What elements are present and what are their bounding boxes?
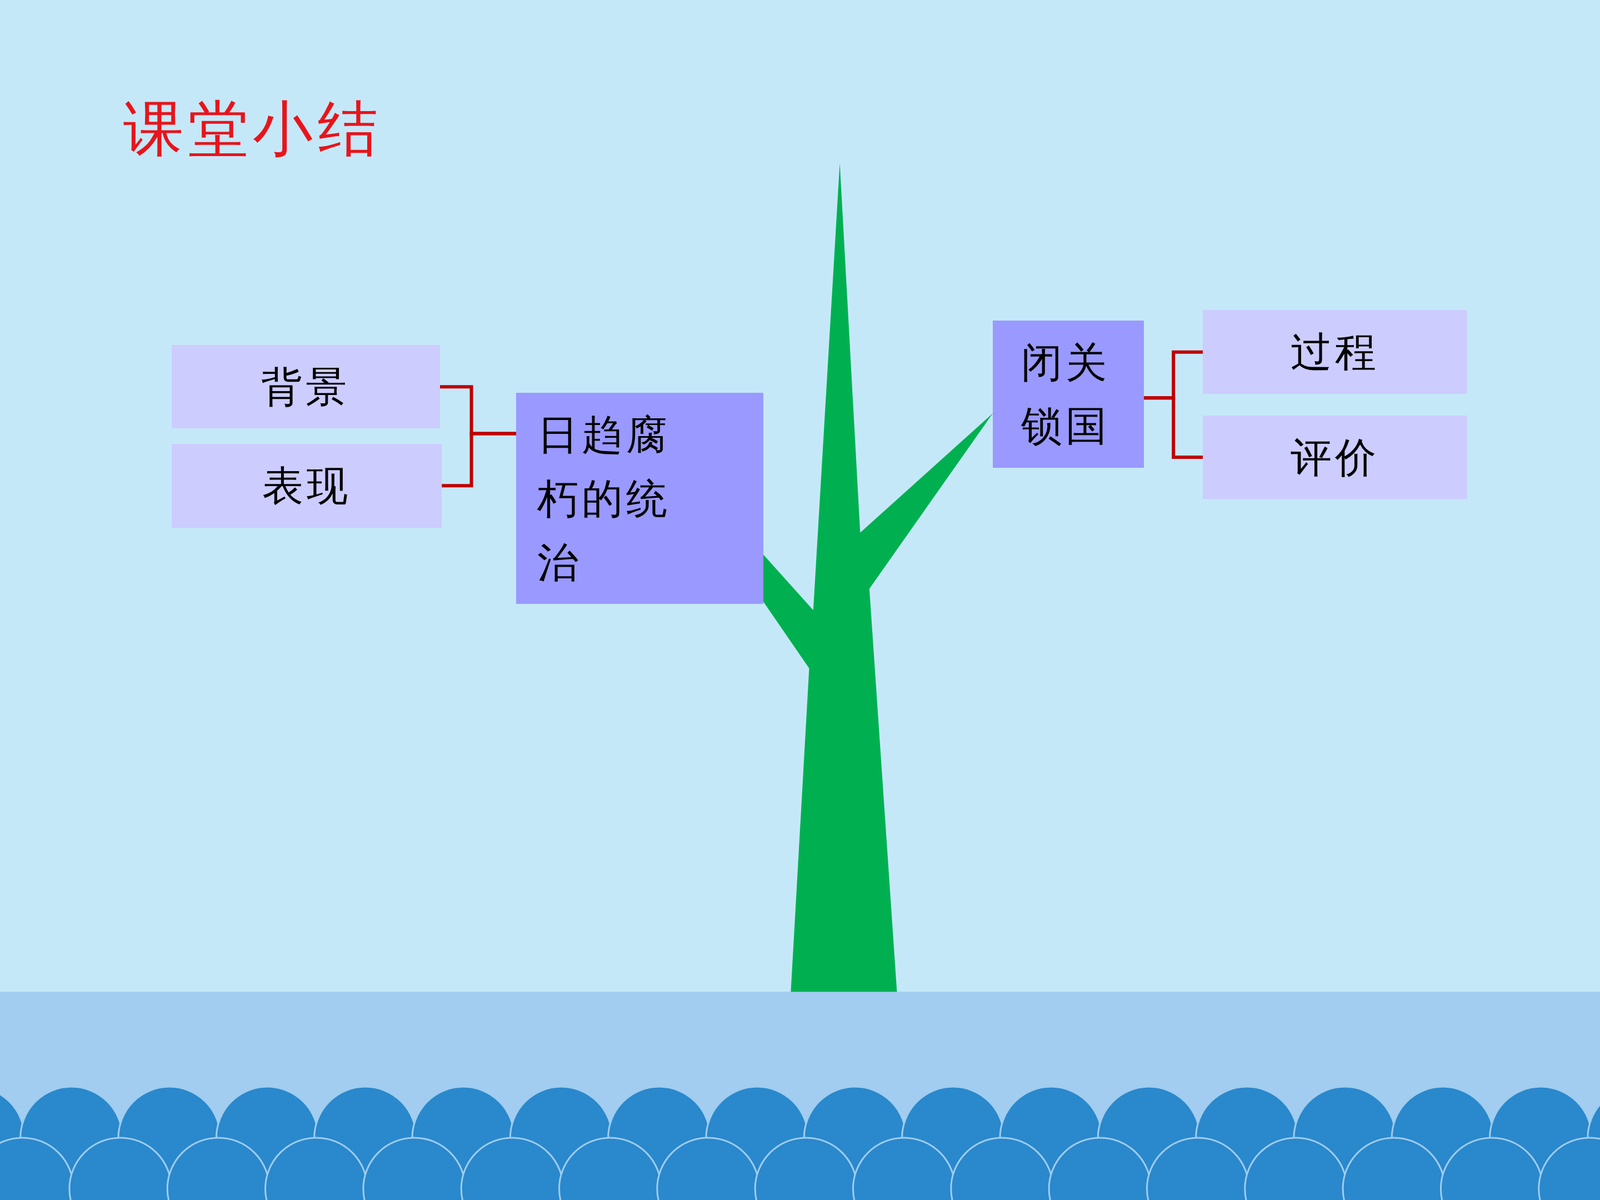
sub-box: 评价 <box>1202 415 1468 500</box>
node-label: 日趋腐朽的统治 <box>537 402 714 594</box>
wave <box>657 1137 760 1200</box>
topic-box: 日趋腐朽的统治 <box>516 392 763 604</box>
sub-box: 表现 <box>171 443 443 528</box>
wave <box>1048 1137 1152 1200</box>
wave <box>951 1137 1054 1200</box>
node-label: 表现 <box>262 453 352 518</box>
wave <box>1342 1137 1445 1200</box>
wave <box>852 1137 955 1200</box>
wave <box>1440 1137 1543 1200</box>
wave <box>1245 1137 1348 1200</box>
wave <box>363 1137 466 1200</box>
sub-box: 过程 <box>1202 310 1468 394</box>
topic-box: 闭关锁国 <box>992 320 1144 468</box>
slide-title: 课堂小结 <box>123 88 383 170</box>
bracket-connector <box>1143 352 1204 399</box>
node-label: 过程 <box>1290 320 1380 384</box>
wave <box>167 1137 270 1200</box>
wave <box>1146 1137 1249 1200</box>
bracket-connector <box>441 433 517 487</box>
bracket-connector <box>440 386 517 434</box>
bracket-connector <box>1143 397 1204 458</box>
wave <box>559 1137 662 1200</box>
sub-box: 背景 <box>171 345 440 429</box>
wave <box>461 1137 564 1200</box>
waves <box>0 1086 1600 1200</box>
node-label: 背景 <box>261 355 350 419</box>
wave <box>265 1137 368 1200</box>
node-label: 闭关锁国 <box>1021 330 1116 458</box>
wave <box>0 1137 74 1200</box>
wave <box>69 1137 172 1200</box>
wave <box>1538 1137 1600 1200</box>
wave <box>755 1137 858 1200</box>
node-label: 评价 <box>1290 425 1380 490</box>
